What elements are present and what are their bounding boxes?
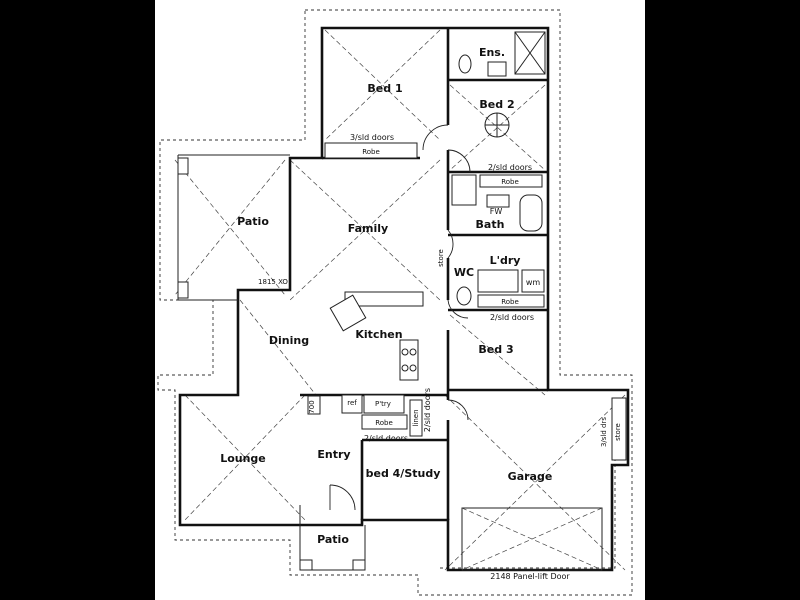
patio-post: [177, 157, 189, 175]
laundry-robe-label: Robe: [501, 298, 519, 306]
bed1-robe: [324, 142, 418, 159]
bed2-doors-note: 2/sld doors: [488, 163, 532, 172]
kitchen-cooktop: [399, 339, 419, 381]
room-label-bed2: Bed 2: [479, 98, 514, 111]
entry-robe-label: Robe: [375, 419, 393, 427]
kitchen-bench: [344, 291, 424, 307]
garage-doors-note: 3/sld drs: [600, 417, 608, 447]
bed1-doors-note: 3/sld doors: [350, 133, 394, 142]
room-label-ensuite: Ens.: [479, 46, 505, 59]
linen-label: linen: [412, 409, 420, 426]
patio-post: [299, 559, 313, 571]
bed3-doors-note: 2/sld doors: [490, 313, 534, 322]
entry-doors-note: 2/sld doors: [364, 434, 408, 443]
tile-700: [307, 395, 321, 415]
store-hall-label: store: [437, 249, 445, 267]
washing-machine: [521, 269, 545, 293]
front-patio-outline: [299, 505, 366, 571]
bath-robe-label: Robe: [501, 178, 519, 186]
door-swings: [329, 124, 471, 511]
room-label-patio-front: Patio: [317, 533, 349, 546]
room-label-wc: WC: [454, 266, 474, 279]
room-label-family: Family: [348, 222, 388, 235]
laundry-robe: [477, 294, 545, 308]
fridge-space: [341, 394, 363, 414]
room-label-lounge: Lounge: [220, 452, 266, 465]
entry-robe: [361, 414, 408, 430]
pantry: [363, 394, 405, 414]
room-label-entry: Entry: [317, 448, 350, 461]
patio-post: [352, 559, 366, 571]
room-label-garage: Garage: [508, 470, 553, 483]
linen-cupboard: [409, 399, 423, 437]
laundry-tub: [477, 269, 519, 293]
room-label-kitchen: Kitchen: [355, 328, 402, 341]
bathtub: [519, 194, 543, 232]
room-label-dining: Dining: [269, 334, 309, 347]
side-patio-outline: [177, 154, 290, 301]
garage-store-label: store: [614, 423, 622, 441]
wm-label: wm: [526, 278, 541, 287]
garage-door-note: 2148 Panel-lift Door: [490, 572, 570, 581]
bath-shower: [451, 174, 477, 206]
room-label-laundry: L'dry: [490, 254, 521, 267]
bath-robe: [479, 174, 543, 188]
room-label-bed1: Bed 1: [367, 82, 402, 95]
fw-label: FW: [490, 207, 503, 216]
garage-store: [611, 397, 627, 461]
bed1-robe-label: Robe: [362, 148, 380, 156]
room-label-bed3: Bed 3: [478, 343, 513, 356]
roof-hip-lines: [174, 29, 626, 571]
patio-post: [177, 281, 189, 299]
ensuite-toilet: [458, 54, 472, 74]
tile-700-label: 700: [308, 400, 316, 413]
pantry-label: P'try: [375, 400, 391, 408]
kitchen-sink-bench: [329, 294, 367, 332]
ensuite-vanity: [487, 61, 507, 77]
roof-eave-outline: [157, 9, 633, 596]
garage-door-panel: [461, 507, 603, 571]
room-label-bath: Bath: [476, 218, 505, 231]
room-label-patio-side: Patio: [237, 215, 269, 228]
ref-label: ref: [347, 399, 357, 407]
wc-toilet: [456, 286, 472, 306]
bath-vanity: [486, 194, 510, 208]
room-label-bed4: bed 4/Study: [366, 467, 441, 480]
side-doors-note: 2/sld doors: [423, 388, 432, 432]
patio-door-note: 1815 XO: [258, 278, 288, 286]
